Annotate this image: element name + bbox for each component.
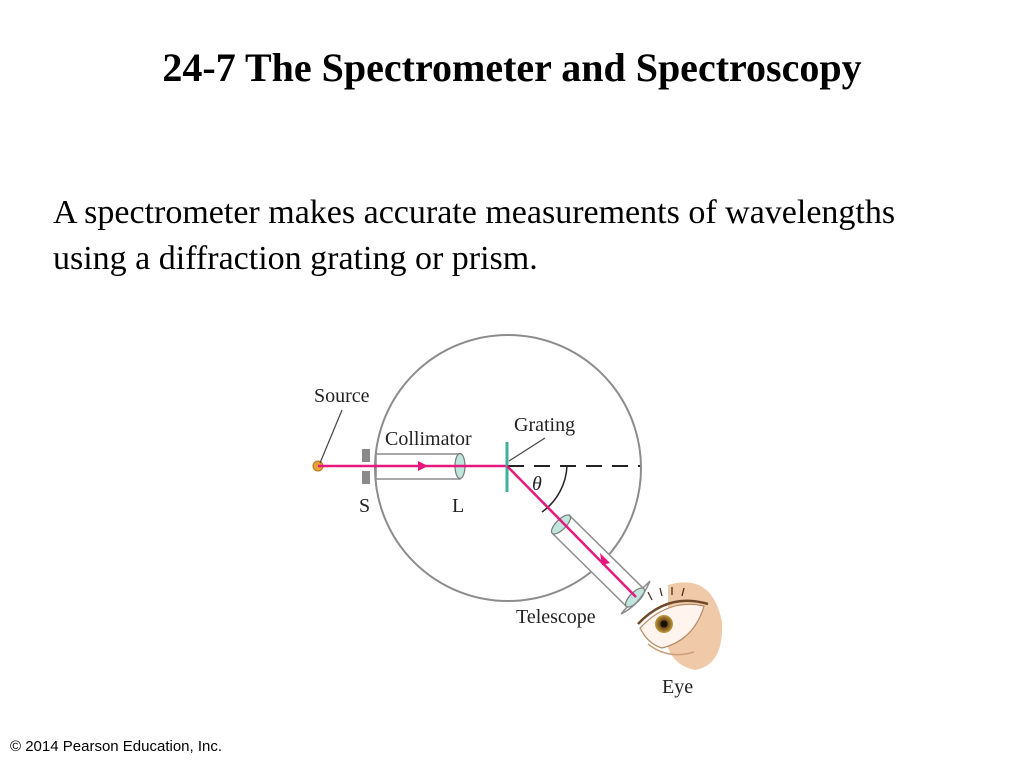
telescope-eyecup (620, 580, 651, 615)
label-grating: Grating (514, 414, 575, 436)
grating-leader-line (508, 437, 546, 462)
label-collimator: Collimator (385, 428, 472, 450)
eye-icon (637, 582, 723, 670)
telescope-objective-lens (550, 514, 572, 535)
label-source: Source (314, 385, 370, 407)
diffracted-ray (506, 465, 637, 598)
telescope-tube (551, 513, 645, 609)
label-telescope: Telescope (516, 606, 596, 628)
label-eye: Eye (662, 676, 693, 698)
label-slit: S (359, 495, 370, 517)
turntable-circle (374, 334, 642, 602)
source-leader-line (319, 409, 343, 464)
label-angle: θ (532, 473, 542, 495)
incident-ray-arrow (418, 461, 428, 471)
label-lens: L (452, 495, 464, 517)
copyright-notice: © 2014 Pearson Education, Inc. (10, 738, 223, 755)
slide-body-text: A spectrometer makes accurate measuremen… (53, 194, 896, 277)
diffracted-ray-arrow (600, 553, 610, 565)
slide-title: 24-7 The Spectrometer and Spectroscopy (162, 45, 862, 90)
slit-bottom (362, 471, 370, 484)
angle-arc (541, 465, 568, 513)
slit-top (362, 449, 370, 462)
